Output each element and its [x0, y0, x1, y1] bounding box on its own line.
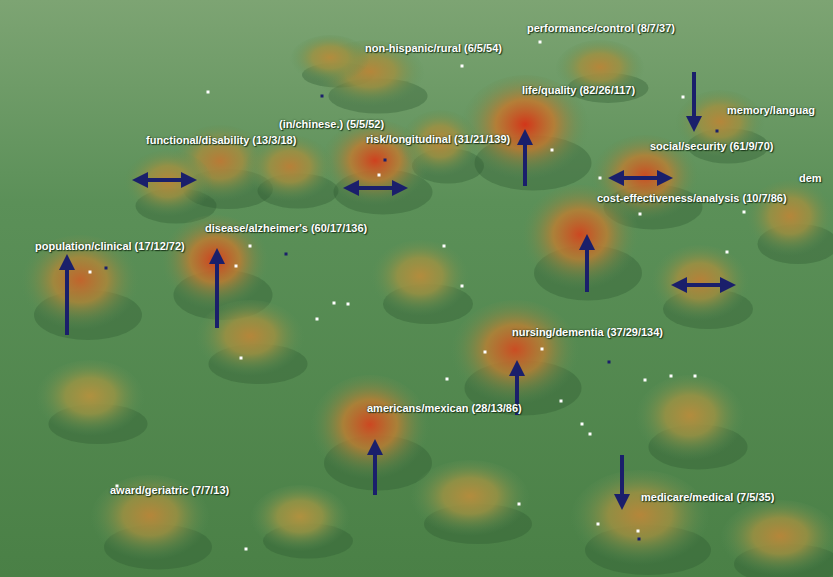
terrain-peak: [123, 150, 213, 220]
document-dot: [484, 351, 487, 354]
document-dot: [597, 523, 600, 526]
terrain-peak: [650, 245, 750, 325]
direction-arrow: [523, 137, 527, 186]
peak-label: cost-effectiveness/analysis (10/7/86): [597, 192, 787, 205]
document-dot: [644, 379, 647, 382]
document-dot: [637, 530, 640, 533]
peak-label: disease/alzheimer's (60/17/136): [205, 222, 367, 235]
document-dot: [333, 302, 336, 305]
peak-label: life/quality (82/26/117): [522, 84, 635, 97]
document-dot: [539, 41, 542, 44]
peak-label: memory/languag: [727, 104, 815, 117]
peak-label: award/geriatric (7/7/13): [110, 484, 229, 497]
direction-arrow: [620, 455, 624, 502]
document-dot: [285, 253, 288, 256]
terrain-peak: [35, 360, 145, 440]
peak-label: (in/chinese.) (5/5/52): [279, 118, 384, 131]
document-dot: [639, 213, 642, 216]
document-dot: [89, 271, 92, 274]
document-dot: [245, 548, 248, 551]
direction-arrow: [692, 72, 696, 124]
document-dot: [316, 318, 319, 321]
peak-label: americans/mexican (28/13/86): [367, 402, 522, 415]
direction-arrow: [65, 262, 69, 335]
direction-arrow: [351, 186, 400, 190]
document-dot: [638, 538, 641, 541]
document-dot: [716, 130, 719, 133]
direction-arrow: [215, 256, 219, 328]
document-dot: [105, 267, 108, 270]
terrain-peak: [720, 500, 833, 577]
document-dot: [589, 433, 592, 436]
document-dot: [461, 65, 464, 68]
document-dot: [249, 245, 252, 248]
document-dot: [321, 95, 324, 98]
peak-label: functional/disability (13/3/18): [146, 134, 296, 147]
direction-arrow: [585, 242, 589, 292]
document-dot: [581, 423, 584, 426]
peak-label: dem: [799, 172, 822, 185]
document-dot: [551, 149, 554, 152]
document-dot: [670, 375, 673, 378]
terrain-peak: [370, 240, 470, 320]
direction-arrow: [616, 176, 665, 180]
peak-label: population/clinical (17/12/72): [35, 240, 185, 253]
peak-label: non-hispanic/rural (6/5/54): [365, 42, 502, 55]
document-dot: [347, 303, 350, 306]
document-dot: [682, 96, 685, 99]
document-dot: [743, 211, 746, 214]
document-dot: [443, 245, 446, 248]
document-dot: [560, 400, 563, 403]
terrain-peak: [635, 375, 745, 465]
direction-arrow: [679, 283, 728, 287]
peak-label: medicare/medical (7/5/35): [641, 491, 774, 504]
document-dot: [599, 177, 602, 180]
peak-label: performance/control (8/7/37): [527, 22, 675, 35]
terrain-peak: [570, 470, 710, 570]
terrain-peak: [195, 300, 305, 380]
peak-label: social/security (61/9/70): [650, 140, 774, 153]
document-dot: [726, 251, 729, 254]
document-dot: [240, 357, 243, 360]
document-dot: [384, 159, 387, 162]
peak-label: risk/longitudinal (31/21/139): [366, 133, 510, 146]
terrain-peak: [290, 35, 370, 85]
document-dot: [378, 174, 381, 177]
document-dot: [461, 285, 464, 288]
document-dot: [694, 375, 697, 378]
direction-arrow: [373, 447, 377, 495]
document-dot: [235, 265, 238, 268]
document-dot: [207, 91, 210, 94]
document-dot: [608, 361, 611, 364]
terrain-peak: [250, 485, 350, 555]
document-dot: [518, 503, 521, 506]
document-dot: [446, 378, 449, 381]
direction-arrow: [140, 178, 189, 182]
terrain-peak: [410, 460, 530, 540]
document-dot: [541, 348, 544, 351]
peak-label: nursing/dementia (37/29/134): [512, 326, 663, 339]
terrain-peak: [310, 375, 430, 485]
